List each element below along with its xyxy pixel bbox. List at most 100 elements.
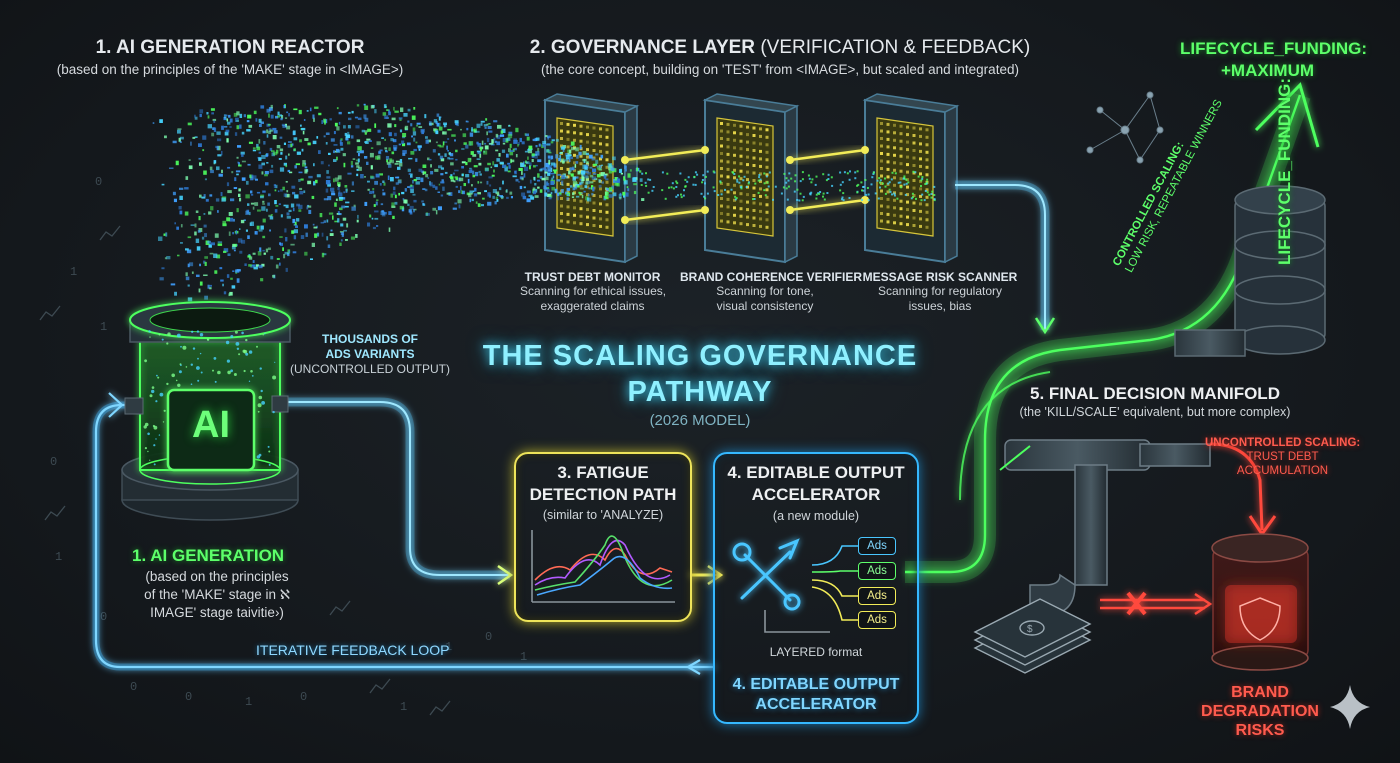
uncontrolled-line1: UNCONTROLLED SCALING: (1205, 437, 1361, 449)
scanner-title: MESSAGE RISK SCANNER (862, 270, 1018, 284)
scanner-label-message: MESSAGE RISK SCANNER Scanning for regula… (860, 270, 1020, 314)
generation-line2: of the 'MAKE' stage in ℵ (144, 587, 290, 602)
layered-format-label: LAYERED format (769, 645, 863, 659)
variants-line1: THOUSANDS OF (322, 332, 418, 346)
fatigue-detection-box (514, 452, 692, 622)
svg-text:1: 1 (100, 320, 107, 334)
brand-risk-label: BRAND DEGRADATION RISKS (1200, 683, 1320, 740)
svg-text:1: 1 (400, 700, 407, 714)
ads-chip: Ads (858, 611, 896, 629)
brand-risk-container (1211, 533, 1309, 671)
scanner-line: Scanning for ethical issues, (520, 284, 667, 298)
funding-vertical-label: LIFECYCLE_FUNDING: (1275, 78, 1294, 265)
svg-text:0: 0 (95, 175, 102, 189)
pathway-title-line2: PATHWAY (627, 376, 773, 408)
risk-line3: RISKS (1235, 722, 1285, 739)
svg-text:1: 1 (55, 550, 62, 564)
manifold-subtitle: (the 'KILL/SCALE' equivalent, but more c… (1019, 405, 1291, 419)
scanner-to-manifold-pipe (955, 180, 1056, 335)
variants-line3: (UNCONTROLLED OUTPUT) (289, 362, 450, 376)
svg-text:1: 1 (520, 650, 527, 664)
accelerator-title: 4. EDITABLE OUTPUT ACCELERATOR (713, 462, 919, 506)
ai-generation-reactor (121, 301, 299, 521)
svg-text:$: $ (1027, 624, 1033, 635)
pathway-title-line1: THE SCALING GOVERNANCE (482, 340, 918, 372)
generation-line3: IMAGE' stage taivitie›) (150, 605, 284, 620)
svg-text:0: 0 (485, 630, 492, 644)
pathway-model: (2026 MODEL) (649, 412, 751, 429)
controlled-scaling-arrow (905, 82, 1320, 583)
governance-title-main: 2. GOVERNANCE LAYER (529, 37, 756, 58)
reactor-title: 1. AI GENERATION REACTOR (95, 37, 365, 58)
scanner-title: BRAND COHERENCE VERIFIER (680, 270, 863, 284)
funding-label: LIFECYCLE_FUNDING: +MAXIMUM (1180, 38, 1367, 82)
ads-chip: Ads (858, 587, 896, 605)
feedback-loop-label: ITERATIVE FEEDBACK LOOP (256, 642, 450, 658)
scanner-line: visual consistency (716, 299, 814, 313)
uncontrolled-line2: TRUST DEBT (1246, 451, 1319, 463)
fatigue-title-line1: 3. FATIGUE (557, 463, 649, 482)
money-stack-icon: $ (973, 598, 1092, 674)
scanner-line: exaggerated claims (540, 299, 645, 313)
pathway-title: THE SCALING GOVERNANCE PATHWAY (440, 338, 960, 410)
reactor-to-fatigue-pipe (280, 397, 724, 586)
ads-chip: Ads (858, 537, 896, 555)
accelerator-title-line2: ACCELERATOR (751, 485, 881, 504)
scanner-title: TRUST DEBT MONITOR (524, 270, 661, 284)
fatigue-title: 3. FATIGUE DETECTION PATH (514, 462, 692, 506)
ai-chip-icon (166, 388, 256, 472)
accelerator-title-line1: 4. EDITABLE OUTPUT (727, 463, 905, 482)
accelerator-footer-line2: ACCELERATOR (755, 696, 877, 713)
svg-text:1: 1 (445, 640, 452, 654)
risk-line2: DEGRADATION (1201, 703, 1319, 720)
uncontrolled-line3: ACCUMULATION (1236, 465, 1329, 477)
generation-title: 1. AI GENERATION (132, 546, 285, 565)
generation-description: (based on the principles of the 'MAKE' s… (112, 568, 322, 622)
reactor-subtitle: (based on the principles of the 'MAKE' s… (56, 62, 404, 77)
fatigue-chart (531, 530, 675, 603)
risk-line1: BRAND (1231, 684, 1289, 701)
svg-text:0: 0 (185, 690, 192, 704)
sparkle-icon (1330, 685, 1370, 729)
variants-label: THOUSANDS OF ADS VARIANTS (UNCONTROLLED … (280, 332, 460, 377)
uncontrolled-scaling-path (1100, 592, 1213, 616)
svg-text:1: 1 (245, 695, 252, 709)
wrench-pencil-icon (732, 538, 801, 611)
variants-line2: ADS VARIANTS (325, 347, 415, 361)
x-mark-icon (1126, 591, 1147, 616)
ai-core-label: AI (192, 404, 230, 446)
scanner-line: Scanning for regulatory (877, 284, 1003, 298)
svg-text:1: 1 (70, 265, 77, 279)
generation-line1: (based on the principles (145, 569, 289, 584)
scanner-line: issues, bias (908, 299, 972, 313)
scanner-label-brand: BRAND COHERENCE VERIFIER Scanning for to… (680, 270, 863, 314)
data-stack-cylinders (1174, 185, 1326, 357)
funding-line2: +MAXIMUM (1220, 61, 1315, 80)
svg-text:0: 0 (50, 455, 57, 469)
governance-subtitle: (the core concept, building on 'TEST' fr… (541, 62, 1019, 77)
ads-fanout-lines (764, 545, 858, 633)
svg-text:0: 0 (300, 690, 307, 704)
shield-icon (1239, 597, 1281, 641)
background-data-doodles: 0 1 0 1 0 1 0 1 0 1 0 1 0 1 (39, 175, 527, 716)
governance-title-light: (VERIFICATION & FEEDBACK) (760, 37, 1031, 58)
ads-variant-particles (152, 103, 936, 308)
accelerator-footer: 4. EDITABLE OUTPUT ACCELERATOR (713, 675, 919, 715)
svg-text:0: 0 (100, 610, 107, 624)
uncontrolled-scaling-label: UNCONTROLLED SCALING: TRUST DEBT ACCUMUL… (1205, 436, 1360, 478)
accelerator-box (713, 452, 919, 724)
governance-title: 2. GOVERNANCE LAYER (VERIFICATION & FEED… (485, 37, 1075, 59)
ads-chip: Ads (858, 562, 896, 580)
final-decision-manifold (999, 439, 1277, 616)
scanner-line: Scanning for tone, (716, 284, 814, 298)
funding-line1: LIFECYCLE_FUNDING: (1180, 39, 1367, 58)
governance-scanners (542, 93, 960, 264)
scanner-label-trust: TRUST DEBT MONITOR Scanning for ethical … (520, 270, 667, 314)
svg-text:0: 0 (130, 680, 137, 694)
feedback-loop-pipe (92, 392, 715, 675)
manifold-title: 5. FINAL DECISION MANIFOLD (1030, 384, 1280, 403)
fatigue-subtitle: (similar to 'ANALYZE) (542, 508, 664, 522)
network-icon (1086, 91, 1164, 164)
